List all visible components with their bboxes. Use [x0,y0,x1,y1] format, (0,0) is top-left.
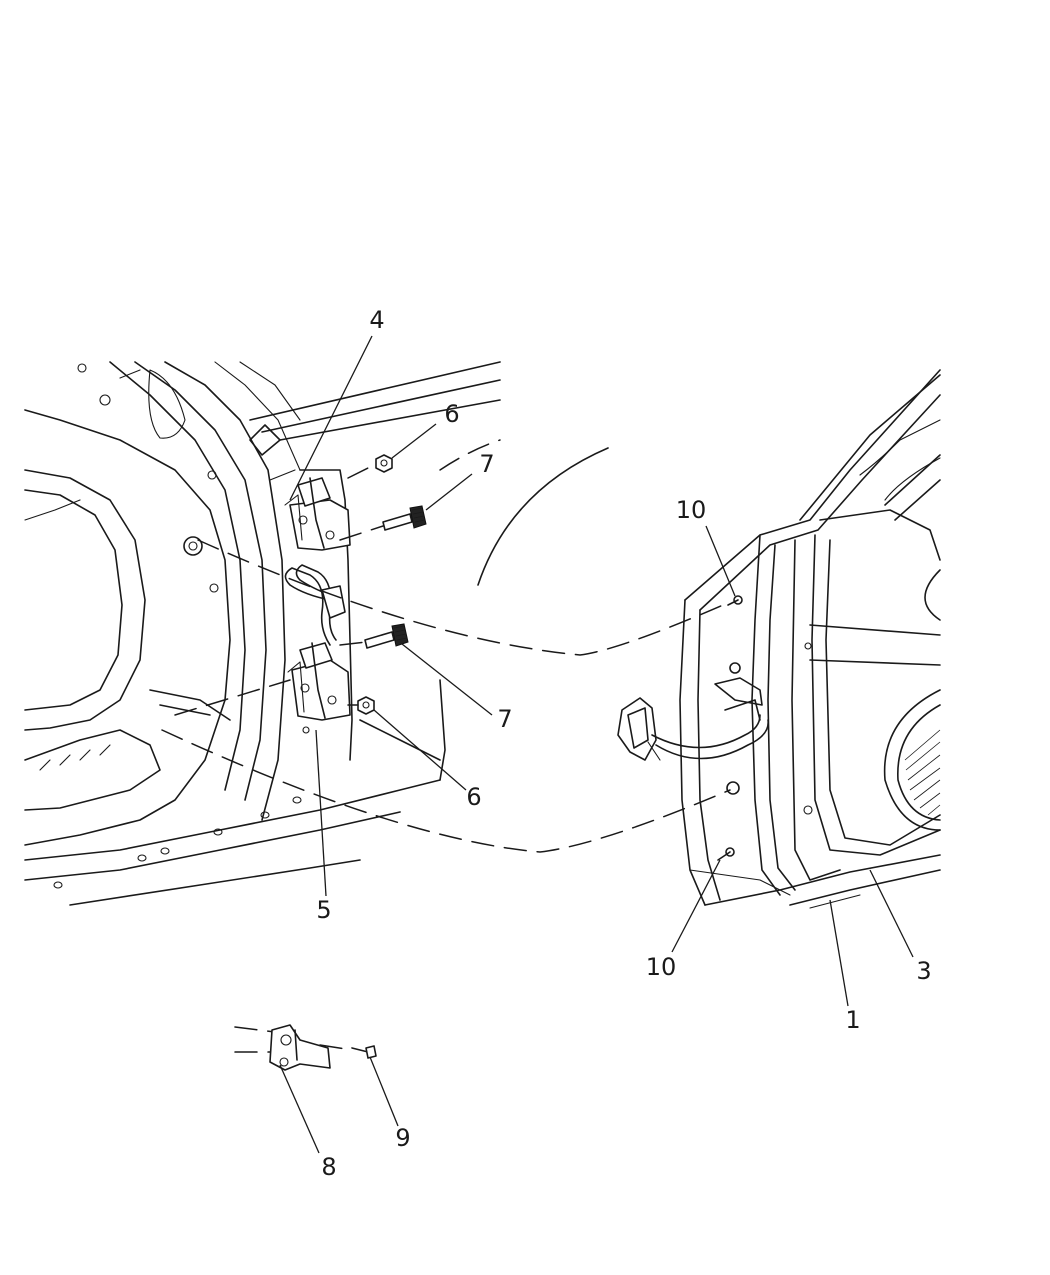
callout-3: 3 [916,957,931,985]
front-door-assembly [617,369,941,909]
callout-6-lower: 6 [466,783,481,811]
callout-9: 9 [395,1124,410,1152]
hinge-nut-lower [357,696,375,715]
body-door-opening [24,361,501,906]
callout-7-upper: 7 [479,450,494,478]
upper-door-hinge [284,477,351,551]
hinge-nut-upper [375,454,393,473]
callout-10-upper: 10 [676,496,707,524]
assembly-dashed-lines [161,439,731,1053]
door-swing-arc [477,447,609,586]
callout-7-lower: 7 [497,705,512,733]
hinge-bolt-lower [364,623,409,649]
door-check-strap [269,1024,331,1071]
callout-6-upper: 6 [444,400,459,428]
lower-door-hinge [287,642,351,734]
callout-1: 1 [845,1006,860,1034]
hinge-bolt-upper [382,505,427,531]
check-strap-screw [351,1045,377,1059]
callout-8: 8 [321,1153,336,1181]
leader-lines [279,335,914,1154]
speaker-grille [904,729,941,816]
callout-10-lower: 10 [646,953,677,981]
callout-4: 4 [369,306,384,334]
callout-5: 5 [316,896,331,924]
